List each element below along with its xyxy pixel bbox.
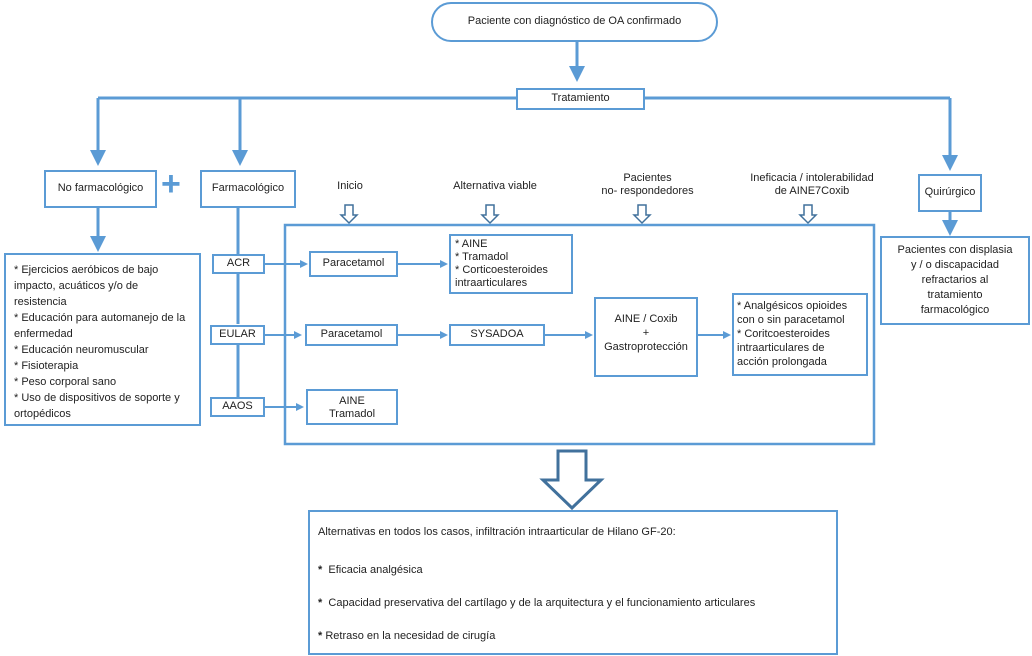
list-item: * Ejercicios aeróbicos de bajo impacto, … [14, 264, 159, 308]
quirurgico-box: Quirúrgico [918, 174, 982, 212]
header-pacientes-line1: Pacientes [623, 172, 672, 184]
header-ineficacia-line2: de AINE7Coxib [774, 185, 850, 197]
list-item: * Peso corporal sano [14, 376, 117, 388]
plus-sign: + [161, 165, 181, 203]
alternativas-box: Alternativas en todos los casos, infiltr… [308, 510, 838, 655]
analg-item: con o sin paracetamol [737, 314, 845, 326]
aine-coxib-line1: AINE / Coxib [614, 313, 678, 325]
alternativas-item: * Eficacia analgésica [318, 564, 423, 577]
header-alternativa: Alternativa viable [453, 180, 537, 192]
item-text: Eficacia analgésica [328, 564, 423, 576]
list-item: * Educación neuromuscular [14, 344, 149, 356]
analgesicos-box: * Analgésicos opioides con o sin paracet… [732, 293, 868, 376]
bullet: * [318, 564, 323, 576]
aine-coxib-line2: + [642, 327, 650, 339]
alt-item: * Corticoesteroides [455, 264, 548, 276]
analg-item: acción prolongada [737, 356, 827, 368]
item-text: Retraso en la necesidad de cirugía [325, 630, 496, 642]
alternativas-title: Alternativas en todos los casos, infiltr… [318, 526, 676, 538]
eular-paracetamol-box: Paracetamol [305, 324, 398, 346]
item-text: Capacidad preservativa del cartílago y d… [328, 597, 756, 609]
list-item: * Fisioterapia [14, 360, 79, 372]
quirurgico-line: farmacológico [920, 304, 990, 316]
no-farmacologico-list: * Ejercicios aeróbicos de bajo impacto, … [4, 253, 201, 426]
quirurgico-line: Pacientes con displasia [897, 244, 1013, 256]
aaos-aine-tramadol-box: AINE Tramadol [306, 389, 398, 425]
alternativa-box: * AINE * Tramadol * Corticoesteroides in… [449, 234, 573, 294]
alternativas-item: * Capacidad preservativa del cartílago y… [318, 597, 755, 610]
guide-aaos: AAOS [210, 397, 265, 417]
aaos-line1: AINE [339, 395, 365, 407]
header-pacientes-line2: no- respondedores [601, 185, 694, 197]
aaos-line2: Tramadol [328, 408, 376, 420]
tratamiento-box: Tratamiento [516, 88, 645, 110]
bullet: * [318, 597, 323, 609]
acr-paracetamol-box: Paracetamol [309, 251, 398, 277]
analg-item: * Coritcoesteroides [737, 328, 830, 340]
sysadoa-box: SYSADOA [449, 324, 545, 346]
aine-coxib-line3: Gastroprotección [604, 341, 688, 353]
header-pacientes: Pacientes no- respondedores [585, 172, 710, 198]
list-item: * Educación para automanejo de la enferm… [14, 312, 186, 340]
header-inicio: Inicio [337, 180, 363, 192]
header-ineficacia: Ineficacia / intolerabilidad de AINE7Cox… [732, 172, 892, 198]
alt-item: intraarticulares [455, 277, 528, 289]
alt-item: * AINE [455, 238, 488, 250]
header-ineficacia-line1: Ineficacia / intolerabilidad [750, 172, 874, 184]
alt-item: * Tramadol [455, 251, 509, 263]
quirurgico-line: y / o discapacidad [910, 259, 1000, 271]
analg-item: * Analgésicos opioides [737, 300, 848, 312]
aine-coxib-box: AINE / Coxib + Gastroprotección [594, 297, 698, 377]
quirurgico-line: tratamiento [927, 289, 983, 301]
alternativas-item: * Retraso en la necesidad de cirugía [318, 630, 495, 643]
list-item: * Uso de dispositivos de soporte y ortop… [14, 392, 180, 420]
quirurgico-line: refractarios al [921, 274, 989, 286]
diagnosis-box: Paciente con diagnóstico de OA confirmad… [431, 2, 718, 42]
guide-acr: ACR [212, 254, 265, 274]
analg-item: intraarticulares de [737, 342, 825, 354]
no-farmacologico-box: No farmacológico [44, 170, 157, 208]
quirurgico-text: Pacientes con displasia y / o discapacid… [880, 236, 1030, 325]
guide-eular: EULAR [210, 325, 265, 345]
bullet: * [318, 630, 323, 642]
farmacologico-box: Farmacológico [200, 170, 296, 208]
